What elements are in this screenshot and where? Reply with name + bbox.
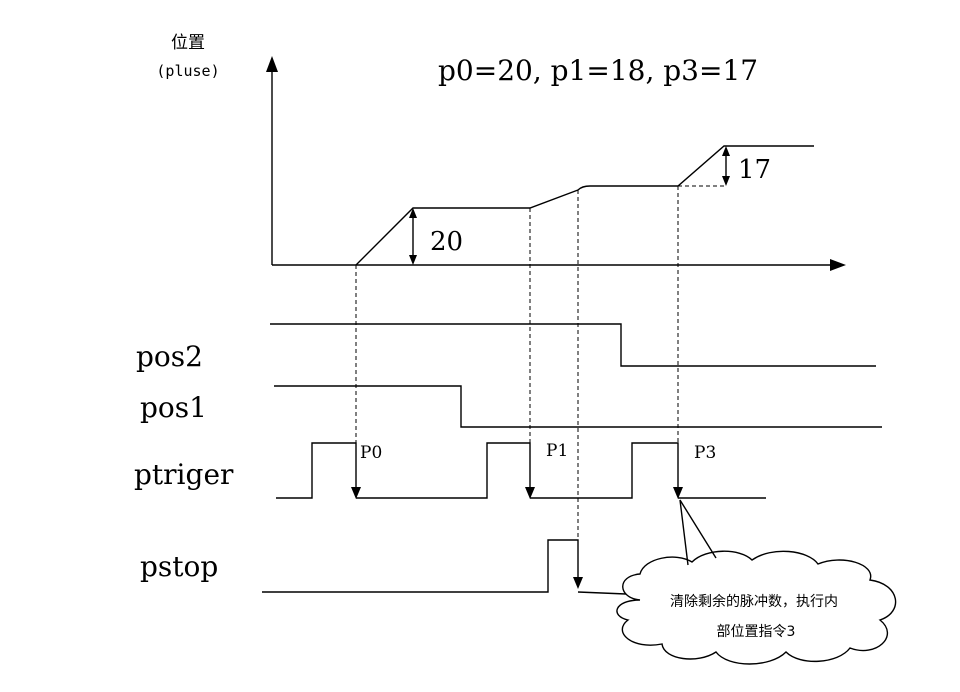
pos2-label: pos2 <box>136 340 203 373</box>
trigger-point-p0: P0 <box>360 443 382 463</box>
position-curve-segment-2 <box>577 145 814 191</box>
position-curve-segment-1 <box>355 189 579 266</box>
pos1-label: pos1 <box>140 391 207 424</box>
callout-text-line1: 清除剩余的脉冲数，执行内 <box>670 593 838 610</box>
ptriger-arrow-p3-icon <box>673 487 683 499</box>
pstop-callout-link <box>577 591 627 595</box>
y-axis-arrow-icon <box>266 56 278 72</box>
pstop-waveform <box>262 539 579 593</box>
pstop-arrow-icon <box>573 577 583 589</box>
parameter-summary: p0=20, p1=18, p3=17 <box>438 54 758 87</box>
dimension-20-label: 20 <box>430 227 463 257</box>
ptriger-arrow-p1-icon <box>525 487 535 499</box>
x-axis-arrow-icon <box>830 259 846 271</box>
ptriger-arrow-p0-icon <box>351 487 361 499</box>
trigger-point-p3: P3 <box>694 443 716 463</box>
ptriger-label: ptriger <box>134 458 234 491</box>
dimension-17-arrow-top-icon <box>722 146 730 156</box>
pos2-waveform <box>270 323 876 367</box>
callout-cloud <box>616 550 897 665</box>
ptriger-pulse-2 <box>356 442 531 499</box>
y-axis-label: 位置 <box>171 33 205 53</box>
pstop-label: pstop <box>140 550 218 583</box>
dimension-17-label: 17 <box>738 155 771 185</box>
callout-text-line2: 部位置指令3 <box>717 624 796 640</box>
pos1-waveform <box>274 385 882 428</box>
ptriger-pulse-3 <box>530 442 679 499</box>
trigger-point-p1: P1 <box>546 441 568 461</box>
ptriger-pulse-1 <box>276 442 357 499</box>
callout-pointer <box>679 499 717 566</box>
y-axis-unit: (pluse) <box>156 62 219 80</box>
dimension-20-arrow-top-icon <box>409 208 417 218</box>
dimension-17-arrow-bottom-icon <box>722 176 730 186</box>
dimension-20-arrow-bottom-icon <box>409 255 417 265</box>
